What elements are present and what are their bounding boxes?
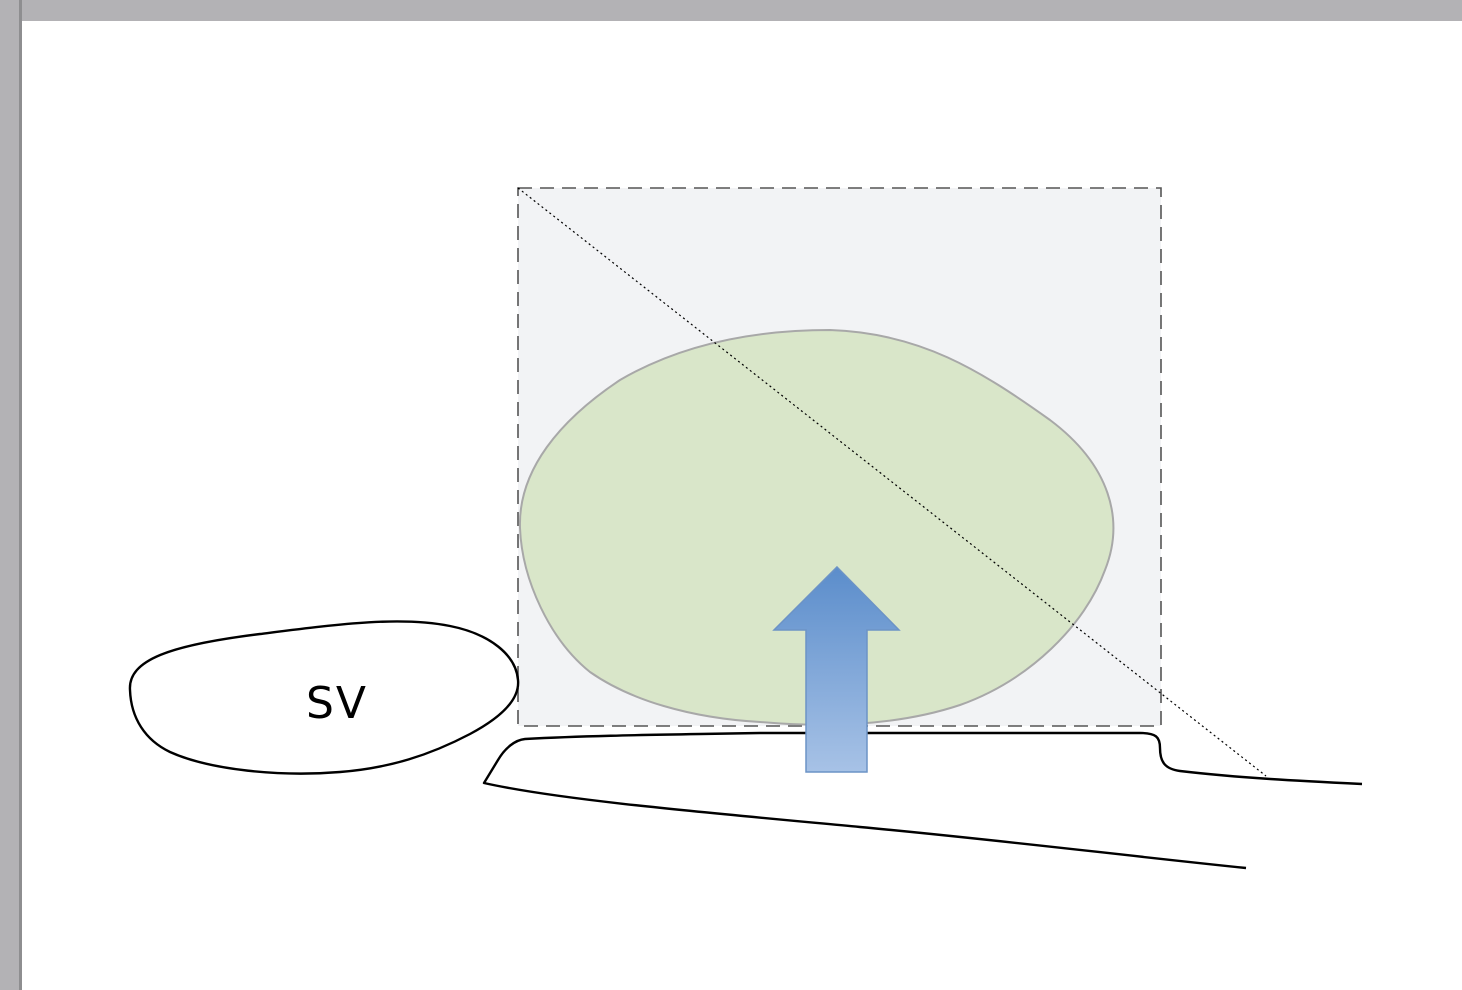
left-frame-bar (0, 0, 21, 990)
dotted-diagonal-line (517, 187, 1267, 777)
sv-label: SV (306, 678, 368, 729)
green-blob (518, 328, 1115, 726)
baseline-shape (482, 731, 1363, 870)
top-frame-bar (0, 0, 1462, 21)
up-arrow-icon (772, 565, 901, 773)
sv-oval (128, 620, 520, 775)
left-frame-edge (19, 0, 22, 990)
